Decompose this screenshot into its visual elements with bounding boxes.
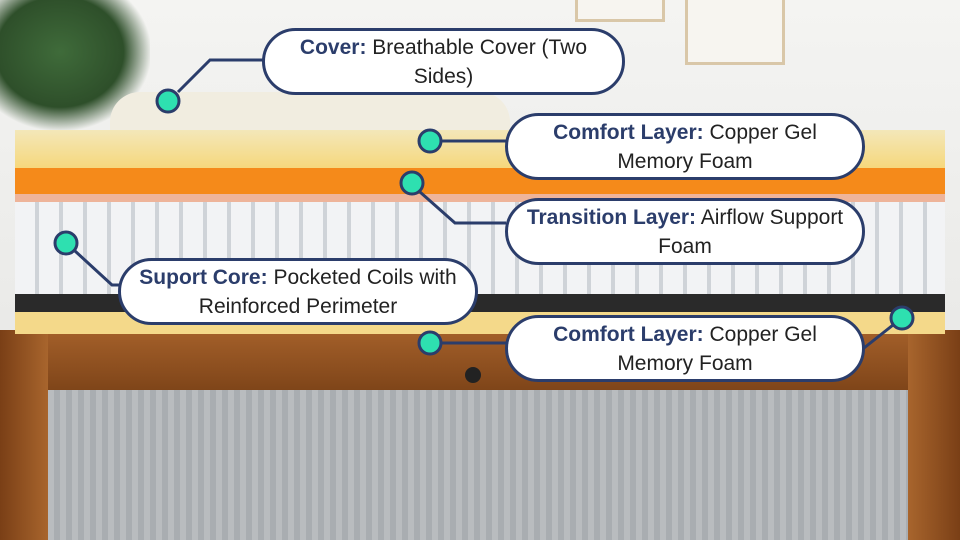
comfort-bottom-dot — [417, 330, 443, 356]
callout-cover: Cover: Breathable Cover (Two Sides) — [262, 28, 625, 95]
picture-frame — [575, 0, 665, 22]
support-core-dot — [53, 230, 79, 256]
callout-transition-layer: Transition Layer: Airflow Support Foam — [505, 198, 865, 265]
comfort-top-dot — [417, 128, 443, 154]
bed-leg-left — [0, 330, 48, 540]
transition-layer — [15, 194, 945, 202]
callout-comfort-layer-top: Comfort Layer: Copper Gel Memory Foam — [505, 113, 865, 180]
callout-comfort-layer-bottom: Comfort Layer: Copper Gel Memory Foam — [505, 315, 865, 382]
callout-support-core: Suport Core: Pocketed Coils with Reinfor… — [118, 258, 478, 325]
comfort-bottom-dot-right — [889, 305, 915, 331]
cover-dot — [155, 88, 181, 114]
bed-leg-right — [908, 330, 960, 540]
picture-frame — [685, 0, 785, 65]
rug — [0, 390, 960, 540]
transition-dot — [399, 170, 425, 196]
frame-knob — [465, 367, 481, 383]
